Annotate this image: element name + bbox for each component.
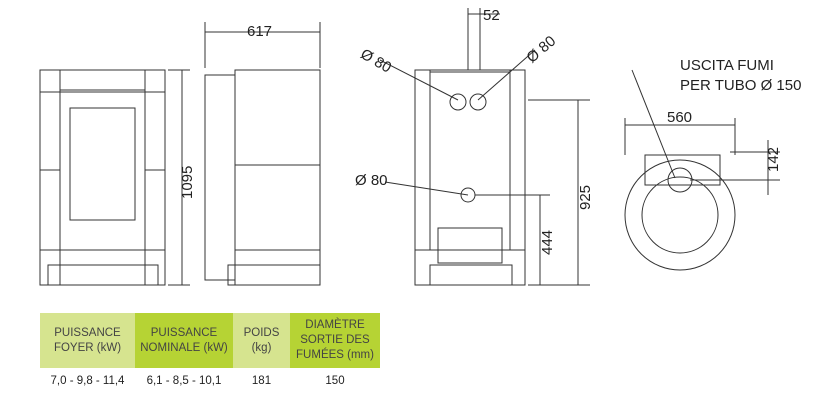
value-nominale: 6,1 - 8,5 - 10,1 bbox=[146, 375, 222, 387]
rear-view bbox=[379, 8, 590, 286]
value-poids: 181 bbox=[251, 375, 272, 387]
svg-text:617: 617 bbox=[247, 23, 272, 40]
value-foyer: 7,0 - 9,8 - 11,4 bbox=[50, 375, 125, 387]
header-poids: POIDS(kg) bbox=[233, 313, 290, 368]
svg-text:444: 444 bbox=[539, 230, 556, 255]
side-view: 617 bbox=[168, 22, 321, 286]
svg-text:Ø 80: Ø 80 bbox=[358, 46, 395, 77]
top-view bbox=[624, 69, 780, 271]
svg-text:142: 142 bbox=[765, 147, 782, 172]
svg-text:USCITA FUMI: USCITA FUMI bbox=[680, 57, 774, 74]
svg-text:560: 560 bbox=[667, 109, 692, 126]
svg-text:52: 52 bbox=[483, 7, 500, 24]
svg-text:Ø 80: Ø 80 bbox=[523, 33, 559, 67]
dim-height: 1095 bbox=[179, 166, 196, 199]
front-view bbox=[39, 69, 166, 286]
svg-text:925: 925 bbox=[577, 185, 594, 210]
value-diametre: 150 bbox=[325, 375, 345, 387]
svg-text:PER TUBO Ø 150: PER TUBO Ø 150 bbox=[680, 77, 801, 94]
svg-text:Ø 80: Ø 80 bbox=[355, 172, 388, 189]
